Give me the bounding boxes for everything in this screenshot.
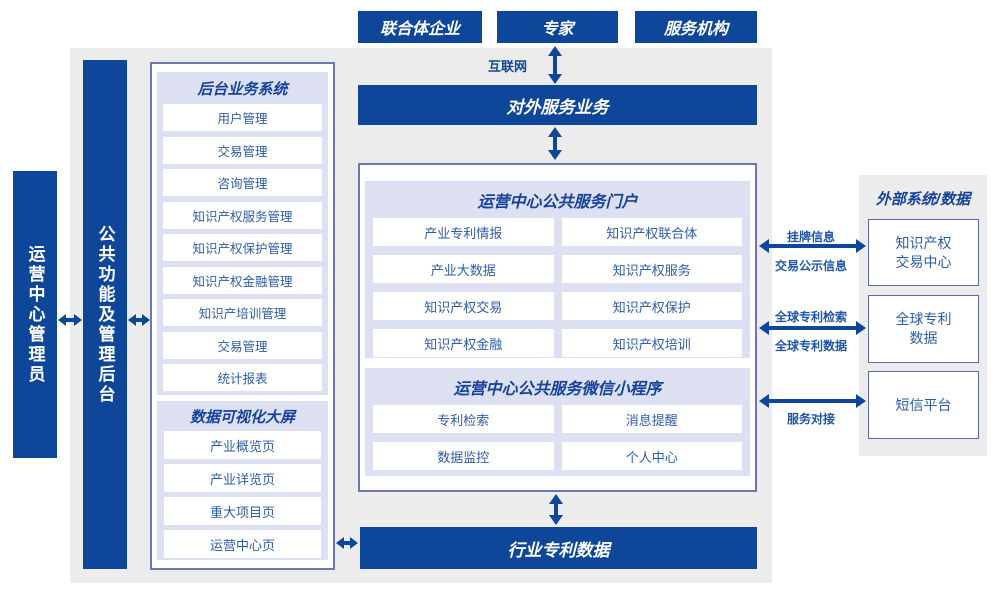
miniapp-industry-double-arrow-icon [549,494,563,525]
backend-panel-double-arrow-icon [128,314,150,326]
link-label-listing-info: 挂牌信息 [786,230,835,244]
backend-item: 咨询管理 [163,169,322,196]
backend-item: 交易管理 [163,331,322,359]
sms-service-double-arrow-icon [759,394,866,408]
link-label-trade-publicity-info: 交易公示信息 [774,259,847,273]
link-label-service-docking: 服务对接 [786,412,835,426]
external-box-line: 数据 [909,330,938,346]
global-patent-double-arrow-icon [759,321,866,335]
external-box-line: 交易中心 [895,253,952,270]
backend-item: 知识产权保护管理 [163,234,322,261]
industry-data-bar: 行业专利数据 [360,527,757,569]
external-service-bar: 对外服务业务 [358,85,757,125]
external-box-global-patent-data: 全球专利 数据 [868,295,979,363]
portal-item: 产业专利情报 [373,218,554,246]
backend-system-panel: 后台业务系统 用户管理 交易管理 咨询管理 知识产权服务管理 知识产权保护管理 … [157,72,328,395]
portal-item: 知识产权保护 [561,292,742,320]
portal-item: 产业大数据 [373,255,554,283]
backend-item: 知识产权金融管理 [163,266,322,294]
backend-item: 知识产权服务管理 [163,201,322,229]
internet-double-arrow-icon [548,46,562,84]
rail-public-functions-backend: 公共功能及管理后台 [83,60,127,569]
portal-item: 知识产权培训 [561,329,742,357]
miniapp-panel: 运营中心公共服务微信小程序 专利检索 消息提醒 数据监控 个人中心 [365,368,750,476]
rail-label: 公共功能及管理后台 [95,224,115,405]
actor-expert: 专家 [497,11,618,43]
external-box-ip-trade-center: 知识产权 交易中心 [868,219,979,286]
portal-panel: 运营中心公共服务门户 产业专利情报 知识产权联合体 产业大数据 知识产权服务 知… [365,181,750,358]
viz-industry-double-arrow-icon [336,537,358,549]
external-box-line: 知识产权 [895,234,952,251]
ip-trade-double-arrow-icon [759,239,866,253]
external-box-sms-platform: 短信平台 [868,371,979,439]
portal-title: 运营中心公共服务门户 [477,194,638,211]
data-viz-item: 运营中心页 [164,530,321,558]
rail-operation-center-admin: 运营中心管理员 [13,171,57,458]
backend-system-title: 后台业务系统 [197,81,288,98]
link-label-global-patent-data: 全球专利数据 [774,339,847,353]
actor-service-agency: 服务机构 [635,11,757,43]
actor-label: 联合体企业 [379,21,460,38]
backend-item: 交易管理 [163,136,322,164]
external-service-label: 对外服务业务 [506,97,609,117]
backend-item: 用户管理 [163,104,322,131]
portal-item: 知识产权联合体 [561,218,742,246]
portal-item: 知识产权交易 [373,292,554,320]
backend-item: 知识产培训管理 [163,299,322,326]
data-viz-item: 重大项目页 [164,497,321,525]
miniapp-item: 数据监控 [373,442,554,470]
data-viz-panel: 数据可视化大屏 产业概览页 产业详览页 重大项目页 运营中心页 [157,401,328,560]
portal-item: 知识产权服务 [561,255,742,283]
link-label-global-patent-search: 全球专利检索 [774,310,847,324]
actor-label: 专家 [541,21,574,38]
internet-label: 互联网 [488,59,528,74]
industry-data-label: 行业专利数据 [507,540,610,560]
service-to-portal-double-arrow-icon [548,127,562,160]
miniapp-item: 专利检索 [373,405,554,433]
portal-item: 知识产权金融 [373,329,554,357]
miniapp-item: 消息提醒 [561,405,742,433]
data-viz-item: 产业详览页 [164,464,321,492]
miniapp-title: 运营中心公共服务微信小程序 [453,381,662,398]
backend-item: 统计报表 [163,364,322,391]
external-box-line: 全球专利 [895,311,952,328]
actor-consortium-enterprise: 联合体企业 [358,11,482,43]
rail-label: 运营中心管理员 [25,244,45,385]
admin-backend-double-arrow-icon [58,314,82,326]
actor-label: 服务机构 [663,21,728,38]
miniapp-item: 个人中心 [561,442,742,470]
portal-grid: 产业专利情报 知识产权联合体 产业大数据 知识产权服务 知识产权交易 知识产权保… [365,218,750,357]
miniapp-grid: 专利检索 消息提醒 数据监控 个人中心 [365,405,750,470]
external-box-line: 短信平台 [895,396,952,413]
data-viz-title: 数据可视化大屏 [189,409,295,426]
external-systems-title: 外部系统/数据 [875,191,971,208]
data-viz-item: 产业概览页 [164,431,321,459]
